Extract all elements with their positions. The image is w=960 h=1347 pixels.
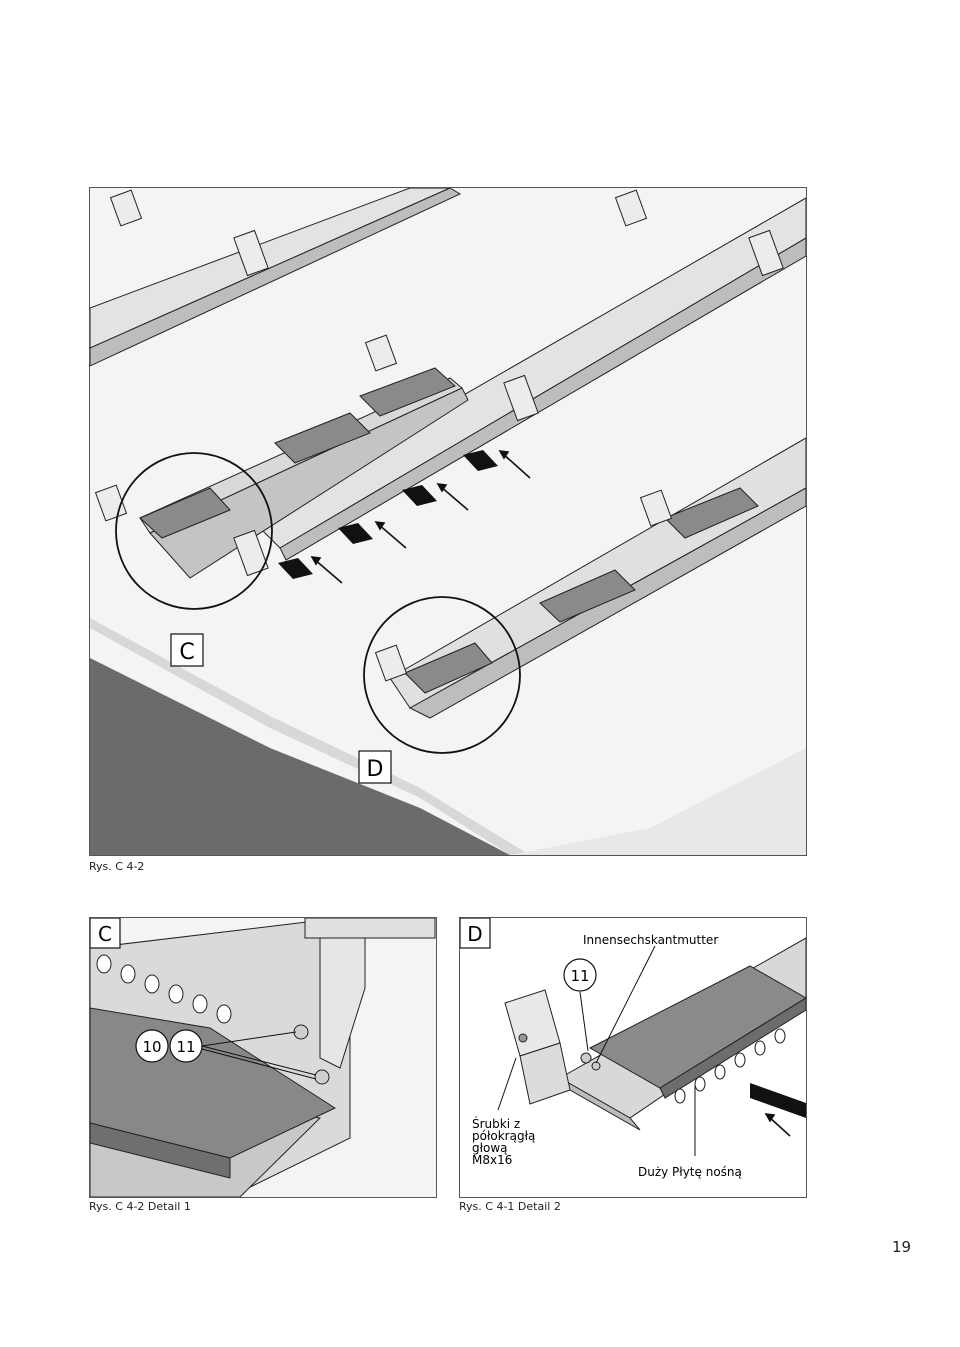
loose-boards [278,450,498,579]
board [404,642,493,694]
label-c: C [179,640,194,665]
detail-1-illustration: 10 11 C [90,918,436,1197]
label-box-d [460,918,491,949]
rail-1 [90,188,462,367]
detail-2-label: D [467,922,482,946]
main-illustration: C D [90,188,806,855]
label-screws-4: M8x16 [472,1153,512,1167]
page-number: 19 [892,1238,912,1256]
label-screws-1: Śrubki z [472,1116,520,1131]
loose-board [750,1083,806,1118]
detail-1-label: C [98,922,112,946]
callout-10 [135,1029,169,1063]
label-nut: Innensechskantmutter [583,933,718,947]
board [539,569,636,623]
callout-11-text: 11 [570,967,589,985]
callout-11 [563,958,597,992]
detail-1-figure: 10 11 C [89,917,437,1198]
label-box-d [358,750,392,784]
label-screws-3: głową [472,1141,508,1155]
board [274,412,371,464]
detail-2-illustration: 11 Innensechskantmutter Śrubki z półokrą… [460,918,806,1197]
callout-10-text: 10 [142,1038,161,1056]
label-board: Duży Płytę nośną [638,1165,742,1179]
label-screws-2: półokrągłą [472,1129,535,1143]
board [139,487,231,539]
dark-floor [90,658,510,855]
callout-11-text: 11 [176,1038,195,1056]
label-d: D [367,757,384,782]
main-caption: Rys. C 4-2 [89,860,145,873]
arrows [310,450,531,584]
detail-2-figure: 11 Innensechskantmutter Śrubki z półokrą… [459,917,807,1198]
main-figure: C D [89,187,807,856]
label-box-c [170,633,204,667]
detail-2-caption: Rys. C 4-1 Detail 2 [459,1200,561,1213]
rail-2 [249,197,806,561]
label-box-c [90,918,121,949]
detail-circle-c [115,452,273,610]
detail-circle-d [363,596,521,754]
detail-1-caption: Rys. C 4-2 Detail 1 [89,1200,191,1213]
board [664,487,759,539]
board [359,367,456,417]
board [588,965,806,1089]
